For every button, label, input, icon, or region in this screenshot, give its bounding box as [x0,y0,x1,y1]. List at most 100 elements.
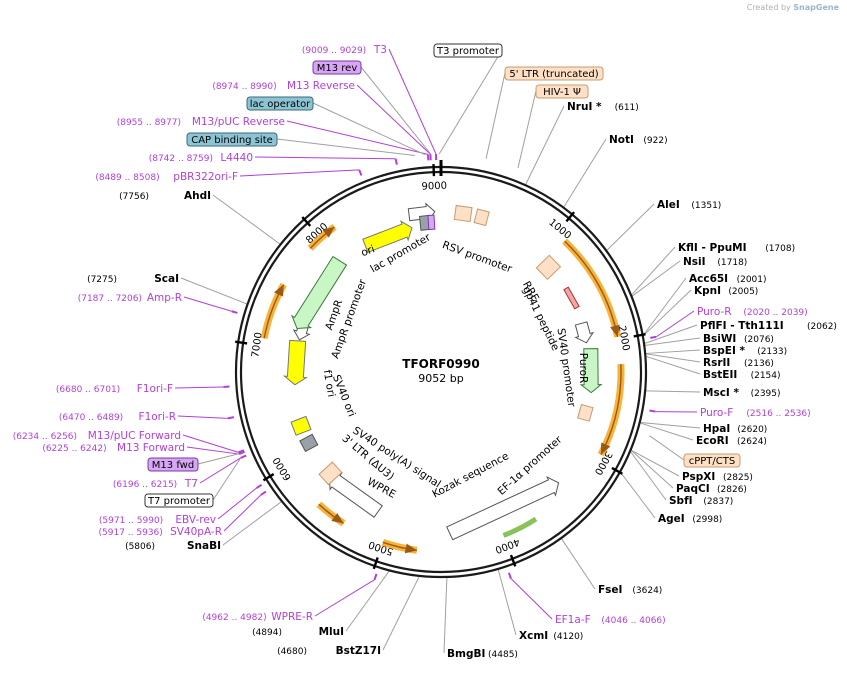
box-line-t7-promoter [212,457,242,501]
primer-tick-ebv-rev [255,484,263,489]
primer-line-m13-forward [186,446,240,455]
ltr-5-box [453,204,473,223]
primer-range-pbr322ori-f: (8489 .. 8508) [95,173,159,183]
enzyme-xcmi: XcmI [519,630,548,642]
primer-range-t3: (9009 .. 9029) [302,46,366,56]
enzyme-line-scai [180,277,247,305]
tick-7000 [235,340,248,345]
enzyme-bstz17i: BstZ17I [336,645,381,657]
misc-arc-4-head [322,226,335,238]
enzyme-pos-pspxi: (2825) [723,473,753,483]
enzyme-line-bsiwi [645,337,701,346]
ampr-arrow [290,255,348,329]
tick-2000 [633,333,646,338]
enzyme-bspei: BspEI * [703,345,746,357]
enzyme-pos-fsei: (3624) [632,586,662,596]
enzyme-line-bstz17i [382,576,420,651]
enzyme-bsiwi: BsiWI [703,333,736,345]
ltr-3-box [318,461,343,486]
enzyme-line-bspei [646,349,701,354]
enzyme-line-pflfi-tth111i [644,324,698,344]
puror-arrow [579,348,603,394]
plasmid-size: 9052 bp [418,372,463,385]
box-line-lac-operator [312,102,426,156]
primer-ebv-rev: EBV-rev [175,514,216,526]
primer-tick-amp-r [231,310,238,314]
enzyme-pos-msci: (2395) [751,389,781,399]
primer-t3: T3 [373,44,387,56]
rre-box [535,254,562,281]
enzyme-pos-noti: (922) [643,136,667,146]
enzyme-pos-kpni: (2005) [728,287,758,297]
ef1a-promoter-arrow [446,476,560,541]
enzyme-kfli-ppumi: KflI - PpuMI [678,242,747,254]
enzyme-msci: MscI * [703,387,739,399]
primer-line-m13-reverse [356,84,431,155]
enzyme-agei: AgeI [658,513,685,525]
enzyme-line-rsrii [646,353,701,363]
enzyme-pos-hpai: (2620) [737,425,767,435]
primer-puro-f: Puro-F [700,407,733,419]
box-label-m13-fwd: M13 fwd [152,460,194,471]
primer-m13-forward: M13 Forward [117,442,185,454]
snapgene-logo: SnapGene [793,3,839,12]
enzyme-pos-paqci: (2826) [717,485,747,495]
enzyme-pos-bspei: (2133) [757,347,787,357]
box-cap-binding-site [186,132,278,147]
primer-line-l4440 [254,156,396,160]
primer-range-t7: (6196 .. 6215) [113,480,177,490]
enzyme-line-agei [620,472,656,519]
primer-tick-m13-forward [238,450,245,455]
enzyme-bsteii: BstEII [703,369,737,381]
box-line-hiv-1 [517,90,537,169]
primer-range-m13-forward: (6225 .. 6242) [42,444,106,454]
box-label-cap-binding-site: CAP binding site [191,135,273,146]
enzyme-pos-pflfi-tth111i: (2062) [807,322,837,332]
box-line-t3-promoter [438,49,503,155]
enzyme-line-snabi [222,501,282,546]
tick-8000 [301,216,312,227]
primer-m13-puc-reverse: M13/pUC Reverse [192,116,285,128]
enzyme-ecori: EcoRI [696,435,729,447]
enzyme-line-sbfi [630,451,667,501]
enzyme-line-bmgbi [443,577,448,654]
enzyme-scai: ScaI [154,273,179,285]
enzyme-line-acc65i [643,277,687,336]
enzyme-pos-alei: (1351) [691,201,721,211]
primer-range-m13-puc-reverse: (8955 .. 8977) [117,118,181,128]
enzyme-mlui: MluI [319,626,344,638]
box-line-cap-binding-site [276,138,416,157]
primer-tick-puro-f [649,409,656,413]
primer-f1ori-r: F1ori-R [139,411,176,423]
primer-line-pbr322ori-f [239,169,360,177]
feature-label-puror: PuroR [577,353,589,384]
primer-tick-wpre-r [373,573,378,580]
enzyme-pos-rsrii: (2136) [744,359,774,369]
sv40-ori-box [299,433,319,453]
hiv-psi-box [473,208,490,227]
enzyme-line-alei [606,203,655,251]
enzyme-pos-bsiwi: (2076) [744,335,774,345]
tick-4000 [509,554,517,567]
enzyme-line-bsteii [646,355,701,375]
primer-sv40pa-r: SV40pA-R [170,526,222,538]
enzyme-pflfi-tth111i: PflFI - Tth111I [700,320,784,332]
primer-ef1a-f: EF1a-F [555,614,591,626]
feature-label-ori: ori [359,243,376,259]
enzyme-line-fsei [561,538,596,590]
enzyme-acc65i: Acc65I [689,273,728,285]
box-5-ltr-truncated [504,66,604,81]
enzyme-snabi: SnaBI [187,540,221,552]
enzyme-nsii: NsiI [683,256,706,268]
primer-range-amp-r: (7187 .. 7206) [78,294,142,304]
primer-line-t3 [388,48,437,155]
primer-range-m13-reverse: (8974 .. 8990) [212,82,276,92]
primer-line-wpre-r [314,579,375,617]
primer-amp-r: Amp-R [147,292,182,304]
enzyme-bmgbi: BmgBI [447,648,485,660]
tick-6000 [262,473,275,482]
primer-wpre-r: WPRE-R [271,611,313,623]
enzyme-line-ahdi [212,194,280,245]
plasmid-name: TFORF0990 [402,357,479,371]
enzyme-noti: NotI [609,134,634,146]
